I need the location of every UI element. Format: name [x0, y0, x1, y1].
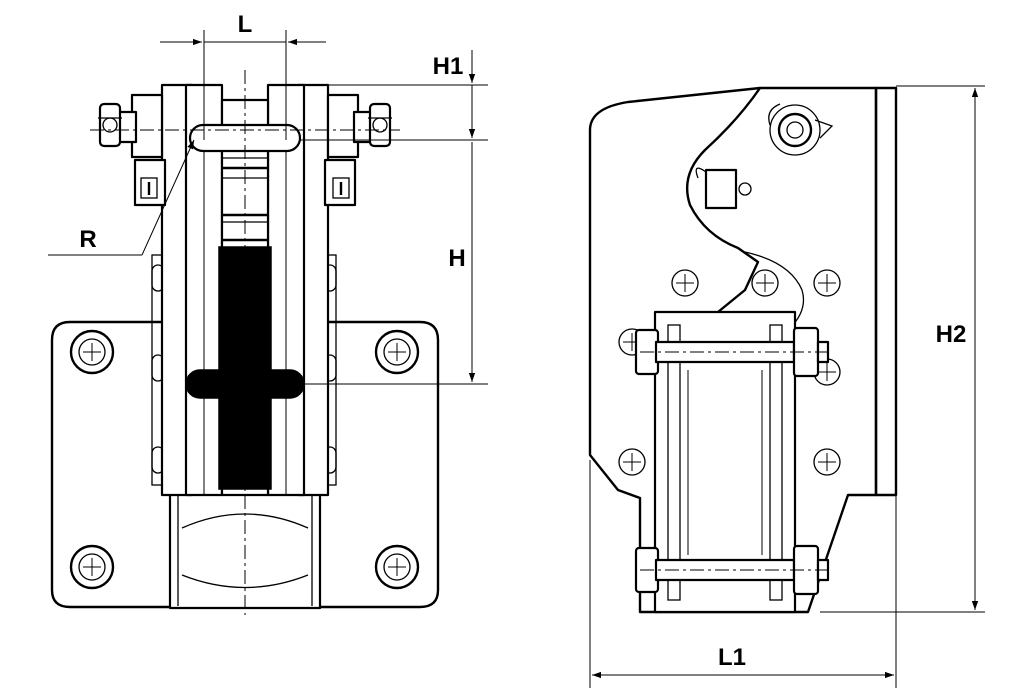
- dim-L1: L1: [589, 460, 897, 688]
- mounting-hole-icon: [671, 269, 699, 297]
- dim-H1: H1: [300, 50, 488, 141]
- dim-H: H: [300, 142, 488, 385]
- bolt-icon: [69, 544, 115, 590]
- dim-label-L: L: [238, 11, 253, 38]
- dim-label-H: H: [448, 245, 465, 272]
- bolt-icon: [69, 329, 115, 375]
- actuator-block: [704, 168, 738, 210]
- dim-R: R: [48, 139, 195, 256]
- bolt-icon: [374, 544, 420, 590]
- mounting-hole-icon: [751, 269, 779, 297]
- side-view: [588, 86, 898, 614]
- dim-L: L: [160, 11, 326, 140]
- dim-label-H1: H1: [433, 53, 464, 80]
- dim-label-L1: L1: [718, 644, 746, 671]
- dim-label-R: R: [79, 226, 96, 253]
- dim-label-H2: H2: [936, 321, 967, 348]
- bolt-icon: [374, 329, 420, 375]
- front-view: [50, 70, 440, 615]
- base-plate: [50, 320, 440, 609]
- mounting-hole-icon: [813, 269, 841, 297]
- mounting-hole-icon: [618, 448, 646, 476]
- dim-H2: H2: [820, 85, 985, 613]
- mounting-hole-icon: [813, 448, 841, 476]
